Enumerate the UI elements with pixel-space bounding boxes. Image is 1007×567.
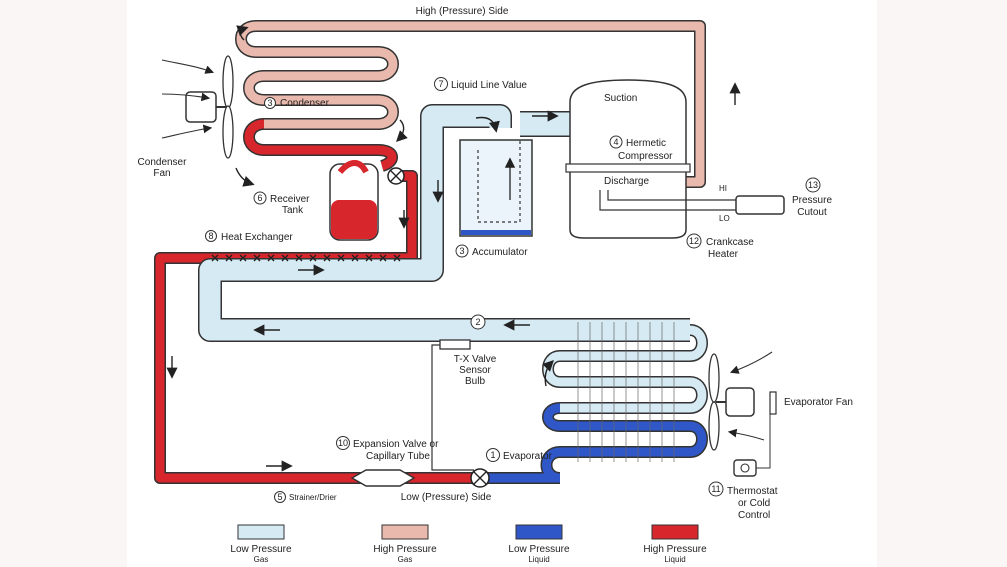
num-liquid-line-valve: 7 xyxy=(438,79,443,89)
legend-swatch-low-pressure-liquid xyxy=(515,524,563,540)
accumulator xyxy=(459,139,533,237)
legend-label-high-liquid-2: Liquid xyxy=(664,555,685,564)
label-low-side: Low (Pressure) Side xyxy=(401,492,492,503)
label-expansion-valve-1: Expansion Valve or xyxy=(353,439,439,450)
condenser-outlet xyxy=(243,118,398,172)
label-discharge: Discharge xyxy=(604,176,649,187)
num-pressure-cutout: 13 xyxy=(808,180,818,190)
label-receiver-tank-2: Tank xyxy=(282,205,304,216)
badge-accumulator xyxy=(455,244,469,258)
num-receiver-tank: 6 xyxy=(257,193,262,203)
badge-condenser xyxy=(264,97,276,109)
label-high-side: High (Pressure) Side xyxy=(416,6,509,17)
liquid-line-valve xyxy=(387,167,405,185)
badge-expansion-valve xyxy=(336,436,350,450)
number-texts: 3 7 4 13 6 8 3 12 2 10 1 5 11 xyxy=(208,79,818,502)
num-heat-exchanger: 8 xyxy=(208,231,213,241)
evaporator-fan xyxy=(708,351,777,451)
low-pressure-liquid-line xyxy=(486,402,708,484)
condenser-fan xyxy=(161,55,234,159)
num-strainer: 5 xyxy=(277,492,282,502)
receiver-tank xyxy=(329,160,379,241)
hermetic-compressor xyxy=(565,79,736,239)
legend-label-high-gas-2: Gas xyxy=(398,555,413,564)
label-evaporator: Evaporator xyxy=(503,451,553,462)
badge-evaporator-path xyxy=(470,314,486,330)
legend-swatch-high-pressure-gas xyxy=(381,524,429,540)
flow-arrows xyxy=(166,25,741,472)
legend-label-high-gas-1: High Pressure xyxy=(373,544,437,555)
num-condenser: 3 xyxy=(267,98,272,108)
badge-evaporator xyxy=(486,448,500,462)
legend: Low Pressure Gas High Pressure Gas Low P… xyxy=(230,524,707,564)
label-strainer: Strainer/Drier xyxy=(289,493,337,502)
label-evaporator-fan: Evaporator Fan xyxy=(784,397,853,408)
number-badges xyxy=(205,77,821,503)
label-pressure-cutout-2: Cutout xyxy=(797,207,827,218)
label-lo: LO xyxy=(719,214,730,223)
badge-compressor xyxy=(609,135,623,149)
label-pressure-cutout-1: Pressure xyxy=(792,195,832,206)
num-evaporator: 1 xyxy=(490,450,495,460)
expansion-valve xyxy=(470,468,490,488)
label-tx-valve-1: T-X Valve xyxy=(454,354,497,365)
legend-swatch-low-pressure-gas xyxy=(237,524,285,540)
thermostat xyxy=(733,414,771,477)
label-thermostat-1: Thermostat xyxy=(727,486,778,497)
label-compressor-2: Compressor xyxy=(618,151,673,162)
label-condenser-fan-1: Condenser xyxy=(138,157,188,168)
label-condenser: Condenser xyxy=(280,98,330,109)
label-accumulator: Accumulator xyxy=(472,247,528,258)
badge-liquid-line-valve xyxy=(434,77,448,91)
badge-strainer xyxy=(274,491,286,503)
evaporator-fins xyxy=(577,322,675,462)
label-suction: Suction xyxy=(604,93,637,104)
label-expansion-valve-2: Capillary Tube xyxy=(366,451,430,462)
legend-label-low-liquid-2: Liquid xyxy=(528,555,549,564)
badge-heat-exchanger xyxy=(205,230,217,242)
heat-exchanger-marks xyxy=(211,254,401,262)
num-compressor: 4 xyxy=(613,137,618,147)
num-thermostat: 11 xyxy=(711,484,720,494)
label-thermostat-2: or Cold xyxy=(738,498,770,509)
legend-swatch-high-pressure-liquid xyxy=(651,524,699,540)
badge-pressure-cutout xyxy=(805,177,821,193)
label-receiver-tank-1: Receiver xyxy=(270,194,310,205)
legend-label-high-liquid-1: High Pressure xyxy=(643,544,707,555)
num-crankcase-heater: 12 xyxy=(689,236,699,246)
num-expansion-valve: 10 xyxy=(338,438,348,448)
pressure-cutout xyxy=(735,195,785,215)
legend-label-low-gas-1: Low Pressure xyxy=(230,544,292,555)
legend-label-low-liquid-1: Low Pressure xyxy=(508,544,570,555)
label-tx-valve-3: Bulb xyxy=(465,376,485,387)
badge-crankcase-heater xyxy=(686,233,702,249)
label-thermostat-3: Control xyxy=(738,510,770,521)
label-hi: HI xyxy=(719,184,727,193)
strainer-drier xyxy=(350,469,416,487)
label-tx-valve-2: Sensor xyxy=(459,365,491,376)
label-crankcase-heater-1: Crankcase xyxy=(706,237,754,248)
num-accumulator: 3 xyxy=(459,246,464,256)
num-evaporator-path: 2 xyxy=(475,317,480,327)
label-heat-exchanger: Heat Exchanger xyxy=(221,232,293,243)
label-crankcase-heater-2: Heater xyxy=(708,249,739,260)
label-compressor-1: Hermetic xyxy=(626,138,666,149)
badge-receiver-tank xyxy=(253,191,267,205)
badge-thermostat xyxy=(708,481,724,497)
tx-valve-sensor-bulb xyxy=(431,339,474,471)
legend-label-low-gas-2: Gas xyxy=(254,555,269,564)
evaporator-coil-lower xyxy=(486,402,708,484)
label-liquid-line-valve: Liquid Line Value xyxy=(451,80,527,91)
label-condenser-fan-2: Fan xyxy=(153,168,170,179)
